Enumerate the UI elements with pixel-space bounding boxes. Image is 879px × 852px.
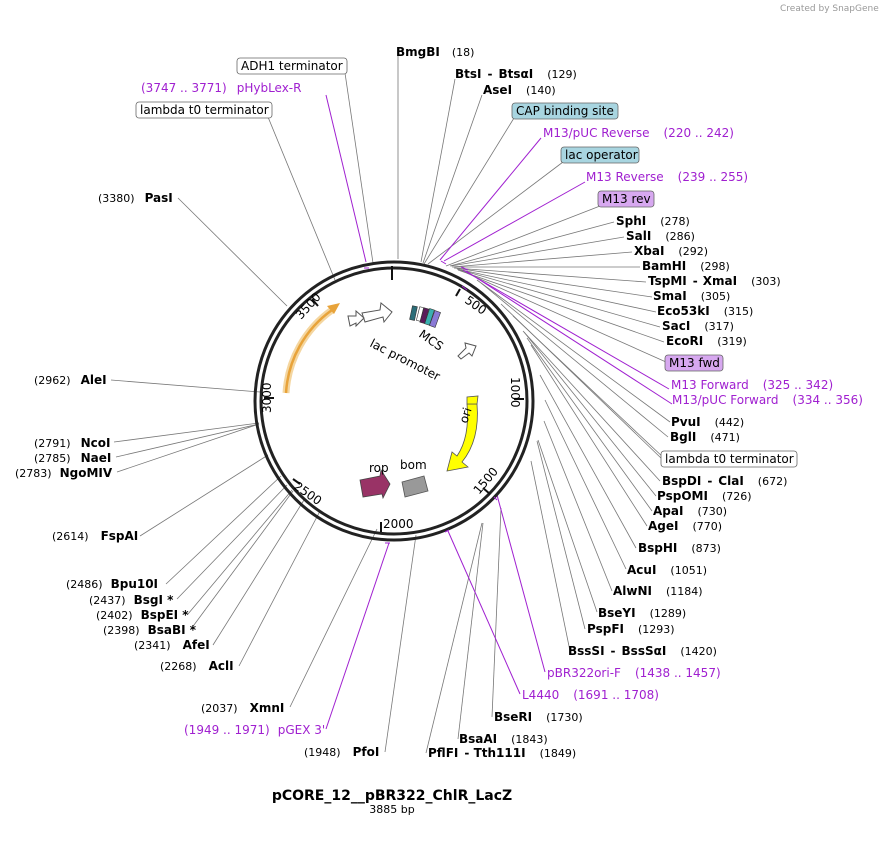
primer-m13-puc-forward: M13/pUC Forward(334 .. 356) — [672, 393, 863, 407]
site-alwni: AlwNI(1184) — [613, 584, 703, 598]
m13-fwd-box: M13 fwd — [664, 354, 724, 372]
site-pfoi: (1948)PfoI — [304, 745, 379, 759]
site-bsaai: BsaAI(1843) — [459, 732, 548, 746]
ori-label: ori — [457, 406, 475, 425]
orange-arc-feature — [284, 308, 333, 394]
primer-pgex-3: (1949 .. 1971)pGEX 3' — [184, 723, 325, 737]
ori-arrow — [446, 403, 478, 472]
adh1-terminator-box: ADH1 terminator — [236, 57, 348, 75]
m13-fwd-label: M13 fwd — [669, 356, 720, 370]
site-bsssi: BssSI-BssSαI(1420) — [568, 644, 717, 658]
lac-operator-box: lac operator — [560, 146, 640, 164]
lac-promoter-arrow — [361, 302, 393, 324]
site-ncoi: (2791)NcoI — [34, 436, 110, 450]
site-xmni: (2037)XmnI — [201, 701, 284, 715]
lambda-t0-terminator-top-box: lambda t0 terminator — [135, 101, 273, 119]
site-ngomiv: (2783)NgoMIV — [15, 466, 113, 480]
tick-label-3000: 3000 — [260, 382, 274, 413]
site-beseri: BseRI(1730) — [494, 710, 583, 724]
terminator-arrow-right — [457, 342, 477, 360]
primer-m13-puc-reverse: M13/pUC Reverse(220 .. 242) — [543, 126, 734, 140]
site-pspfi: PspFI(1293) — [587, 622, 675, 636]
site-smai: SmaI(305) — [653, 289, 730, 303]
tick-2500-mark — [292, 478, 301, 485]
site-bspei: (2402)BspEI * — [96, 608, 189, 622]
m13-rev-box: M13 rev — [597, 190, 655, 208]
site-sali: SalI(286) — [626, 229, 695, 243]
site-bpu10i: (2486)Bpu10I — [66, 577, 158, 591]
m13-rev-block — [419, 307, 430, 324]
site-bsgi: (2437)BsgI * — [89, 593, 174, 607]
cap-binding-site-label: CAP binding site — [516, 104, 614, 118]
site-pasi: (3380)PasI — [98, 191, 173, 205]
lambda-t0-terminator-right-box: lambda t0 terminator — [660, 450, 798, 468]
tick-1500-mark — [482, 487, 491, 495]
plasmid-length: 3885 bp — [369, 803, 414, 816]
bom-label: bom — [400, 458, 427, 472]
site-acli: (2268)AclI — [160, 659, 234, 673]
primer-l4440: L4440(1691 .. 1708) — [522, 688, 659, 702]
bom-box — [401, 475, 429, 498]
lac-operator-label: lac operator — [565, 148, 638, 162]
tick-label-1500: 1500 — [471, 465, 501, 497]
rop-arrow — [359, 468, 391, 500]
rop-label: rop — [369, 461, 389, 475]
backbone-inner — [259, 266, 529, 536]
cap-binding-site-box: CAP binding site — [511, 102, 619, 120]
site-bsabi: (2398)BsaBI * — [103, 623, 197, 637]
terminator-arrow-left — [347, 309, 365, 328]
lambda-t0-terminator-right-label: lambda t0 terminator — [665, 452, 794, 466]
site-saci: SacI(317) — [662, 319, 734, 333]
site-eco53ki: Eco53kI(315) — [657, 304, 753, 318]
primer-m13-forward: M13 Forward(325 .. 342) — [671, 378, 833, 392]
orange-arc-halo — [282, 307, 335, 394]
site-bgli: BglI(471) — [670, 430, 740, 444]
plasmid-name: pCORE_12__pBR322_ChlR_LacZ — [272, 788, 512, 804]
site-pvui: PvuI(442) — [671, 415, 744, 429]
primer-marks — [364, 260, 498, 544]
orange-arc-head — [327, 303, 340, 314]
primer-leader-lines — [325, 94, 673, 730]
site-acui: AcuI(1051) — [627, 563, 707, 577]
site-pspomi: PspOMI(726) — [657, 489, 752, 503]
site-asei: AseI(140) — [483, 83, 556, 97]
mcs-label: MCS — [416, 327, 446, 354]
site-apai: ApaI(730) — [653, 504, 727, 518]
site-xbai: XbaI(292) — [634, 244, 708, 258]
site-naei: (2785)NaeI — [34, 451, 111, 465]
lambda-t0-terminator-top-label: lambda t0 terminator — [140, 103, 269, 117]
site-bsphi: BspHI(873) — [638, 541, 721, 555]
site-tspmi: TspMI-XmaI(303) — [648, 274, 781, 288]
m13-fwd-block — [429, 310, 441, 328]
site-bspdi: BspDI-ClaI(672) — [662, 474, 787, 488]
site-pflfi: PflFI-Tth111I(1849) — [428, 746, 576, 760]
site-btsi: BtsI-BtsαI(129) — [455, 67, 577, 81]
backbone-outer — [253, 260, 535, 542]
ori-arrow-tail — [466, 395, 479, 405]
site-ecori: EcoRI(319) — [666, 334, 747, 348]
site-bseyi: BseYI(1289) — [598, 606, 686, 620]
site-sphi: SphI(278) — [616, 214, 690, 228]
primer-pbr322ori-f: pBR322ori-F(1438 .. 1457) — [547, 666, 721, 680]
tick-500-mark — [455, 288, 461, 297]
adh1-terminator-label: ADH1 terminator — [241, 59, 343, 73]
tick-3500-mark — [311, 298, 319, 307]
cap-site-block — [409, 305, 418, 321]
site-afei: (2341)AfeI — [134, 638, 210, 652]
site-alei: (2962)AleI — [34, 373, 107, 387]
m13-rev-label: M13 rev — [602, 192, 651, 206]
tick-label-1000: 1000 — [508, 377, 522, 408]
mcs-block-teal — [424, 308, 435, 326]
site-bamhi: BamHI(298) — [642, 259, 730, 273]
tick-label-2000: 2000 — [383, 517, 414, 531]
primer-phyblex-r: (3747 .. 3771)pHybLex-R — [141, 81, 301, 95]
site-agei: AgeI(770) — [648, 519, 722, 533]
site-leader-lines — [110, 55, 671, 754]
site-fspai: (2614)FspAI — [52, 529, 138, 543]
primer-m13-reverse: M13 Reverse(239 .. 255) — [586, 170, 748, 184]
site-bmgbi: BmgBI(18) — [396, 45, 474, 59]
snapgene-credit: Created by SnapGene — [780, 4, 879, 14]
